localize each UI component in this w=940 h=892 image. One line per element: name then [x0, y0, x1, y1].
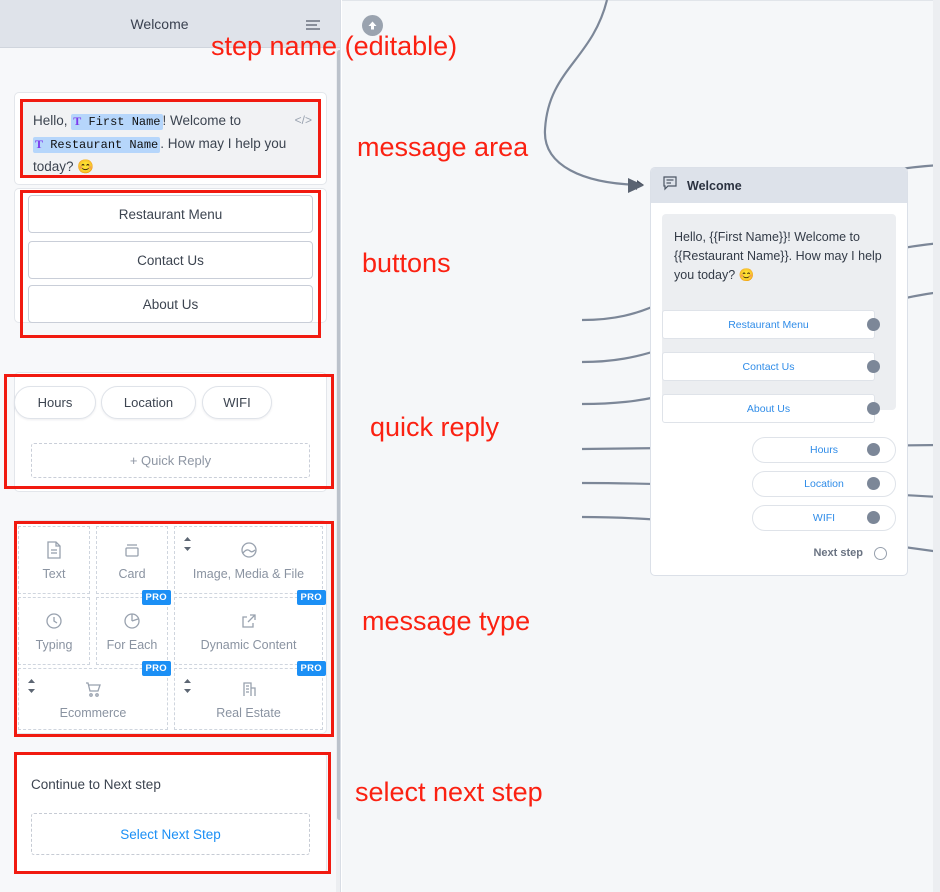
pro-badge: PRO	[296, 661, 326, 676]
add-quick-reply-label: + Quick Reply	[129, 453, 212, 468]
chat-bubble-icon	[662, 175, 678, 196]
message-type-label: Dynamic Content	[200, 637, 297, 652]
flow-node-header[interactable]: Welcome	[651, 168, 907, 203]
message-text-suffix: . How may I help you today?	[33, 136, 287, 174]
message-type-label: For Each	[106, 637, 158, 652]
message-type-typing[interactable]: Typing	[18, 597, 90, 665]
editor-scrollbar-thumb[interactable]	[337, 50, 340, 820]
building-icon	[239, 679, 259, 702]
merge-tag-first-name-label: First Name	[88, 115, 161, 129]
button-label: About Us	[142, 296, 199, 312]
quick-reply-chip-hours[interactable]: Hours	[14, 386, 96, 419]
step-name-input[interactable]: Welcome	[112, 7, 207, 41]
annotation-message-area: message area	[357, 132, 529, 162]
arrow-up-circle-icon[interactable]	[362, 15, 383, 36]
message-type-label: Text	[42, 566, 66, 581]
message-type-ecommerce[interactable]: PRO Ecommerce	[18, 661, 171, 730]
flow-port-contact-us[interactable]	[867, 360, 880, 373]
flow-button-restaurant-menu[interactable]: Restaurant Menu	[662, 310, 875, 339]
message-text-editor[interactable]: Hello, T First Name! Welcome to T Restau…	[22, 101, 319, 176]
editor-header	[0, 0, 340, 48]
flow-quick-reply-label: Location	[804, 478, 844, 490]
step-name-value: Welcome	[130, 16, 189, 32]
message-text-mid: ! Welcome to	[162, 113, 242, 128]
flow-node-title: Welcome	[687, 178, 742, 193]
code-view-icon[interactable]: </>	[294, 113, 312, 127]
message-type-label: Image, Media & File	[192, 566, 305, 581]
flow-port-next-step[interactable]	[874, 547, 887, 560]
annotation-step-name: step name (editable)	[211, 31, 458, 61]
pro-badge: PRO	[296, 590, 326, 605]
flow-port-about-us[interactable]	[867, 402, 880, 415]
list-menu-icon[interactable]	[304, 17, 322, 33]
clock-icon	[44, 611, 64, 634]
select-next-step-label: Select Next Step	[120, 826, 221, 842]
annotation-message-type: message type	[362, 606, 531, 636]
flow-port-location[interactable]	[867, 477, 880, 490]
flow-node-welcome[interactable]: Welcome Hello, {{First Name}}! Welcome t…	[650, 167, 908, 576]
merge-tag-restaurant-name[interactable]: T Restaurant Name	[33, 137, 161, 153]
message-type-label: Ecommerce	[59, 705, 127, 720]
pro-badge: PRO	[141, 590, 171, 605]
message-type-label: Card	[118, 566, 146, 581]
document-icon	[44, 540, 64, 563]
canvas-top-divider	[342, 0, 940, 1]
message-type-real-estate[interactable]: PRO Real Estate	[174, 661, 326, 730]
flow-message-text: Hello, {{First Name}}! Welcome to {{Rest…	[674, 230, 882, 282]
message-button-about-us[interactable]: About Us	[28, 285, 313, 323]
message-button-contact-us[interactable]: Contact Us	[28, 241, 313, 279]
quick-reply-label: WIFI	[223, 395, 251, 410]
message-type-card-option[interactable]: Card	[96, 526, 168, 594]
message-type-for-each[interactable]: PRO For Each	[96, 590, 171, 665]
text-type-icon: T	[35, 137, 44, 151]
flow-button-label: Restaurant Menu	[728, 318, 809, 331]
message-type-label: Typing	[35, 637, 73, 652]
add-quick-reply-button[interactable]: + Quick Reply	[31, 443, 310, 478]
shopping-cart-icon	[83, 679, 103, 702]
canvas-scrollbar[interactable]	[933, 0, 940, 892]
quick-reply-chip-wifi[interactable]: WIFI	[202, 386, 272, 419]
message-type-dynamic-content[interactable]: PRO Dynamic Content	[174, 590, 326, 665]
message-type-image-media-file[interactable]: Image, Media & File	[174, 526, 323, 594]
quick-reply-label: Hours	[37, 395, 73, 410]
merge-tag-first-name[interactable]: T First Name	[71, 114, 163, 130]
flow-canvas[interactable]: Welcome Hello, {{First Name}}! Welcome t…	[342, 0, 940, 892]
external-link-icon	[239, 611, 259, 634]
flow-button-label: About Us	[746, 402, 791, 415]
flow-button-about-us[interactable]: About Us	[662, 394, 875, 423]
message-type-label: Real Estate	[216, 705, 281, 720]
drag-sort-icon[interactable]	[27, 679, 36, 696]
pro-badge: PRO	[141, 661, 171, 676]
annotation-quick-reply: quick reply	[370, 412, 500, 442]
drag-sort-icon[interactable]	[183, 679, 192, 696]
flow-next-step-label: Next step	[813, 547, 863, 559]
flow-button-contact-us[interactable]: Contact Us	[662, 352, 875, 381]
flow-button-label: Contact Us	[742, 360, 795, 373]
message-type-text[interactable]: Text	[18, 526, 90, 594]
select-next-step-button[interactable]: Select Next Step	[31, 813, 310, 855]
annotation-select-next-step: select next step	[355, 777, 543, 807]
step-editor-panel: Welcome Hello, T First Name! Welcome to …	[0, 0, 341, 892]
text-type-icon: T	[73, 114, 82, 128]
flow-port-wifi[interactable]	[867, 511, 880, 524]
flow-quick-reply-label: Hours	[809, 444, 838, 456]
smiley-emoji: 😊	[77, 159, 95, 174]
pie-chart-icon	[122, 611, 142, 634]
flow-port-restaurant-menu[interactable]	[867, 318, 880, 331]
button-label: Contact Us	[137, 252, 204, 268]
card-icon	[122, 540, 142, 563]
quick-reply-label: Location	[123, 395, 174, 410]
flow-port-hours[interactable]	[867, 443, 880, 456]
flow-quick-reply-label: WIFI	[812, 512, 836, 524]
quick-reply-chip-location[interactable]: Location	[101, 386, 196, 419]
next-step-title: Continue to Next step	[31, 777, 161, 792]
image-icon	[239, 540, 259, 563]
message-text-prefix: Hello,	[33, 113, 68, 128]
message-button-restaurant-menu[interactable]: Restaurant Menu	[28, 195, 313, 233]
annotation-buttons: buttons	[362, 248, 451, 278]
button-label: Restaurant Menu	[118, 206, 223, 222]
merge-tag-restaurant-name-label: Restaurant Name	[50, 138, 159, 152]
drag-sort-icon[interactable]	[183, 537, 192, 554]
